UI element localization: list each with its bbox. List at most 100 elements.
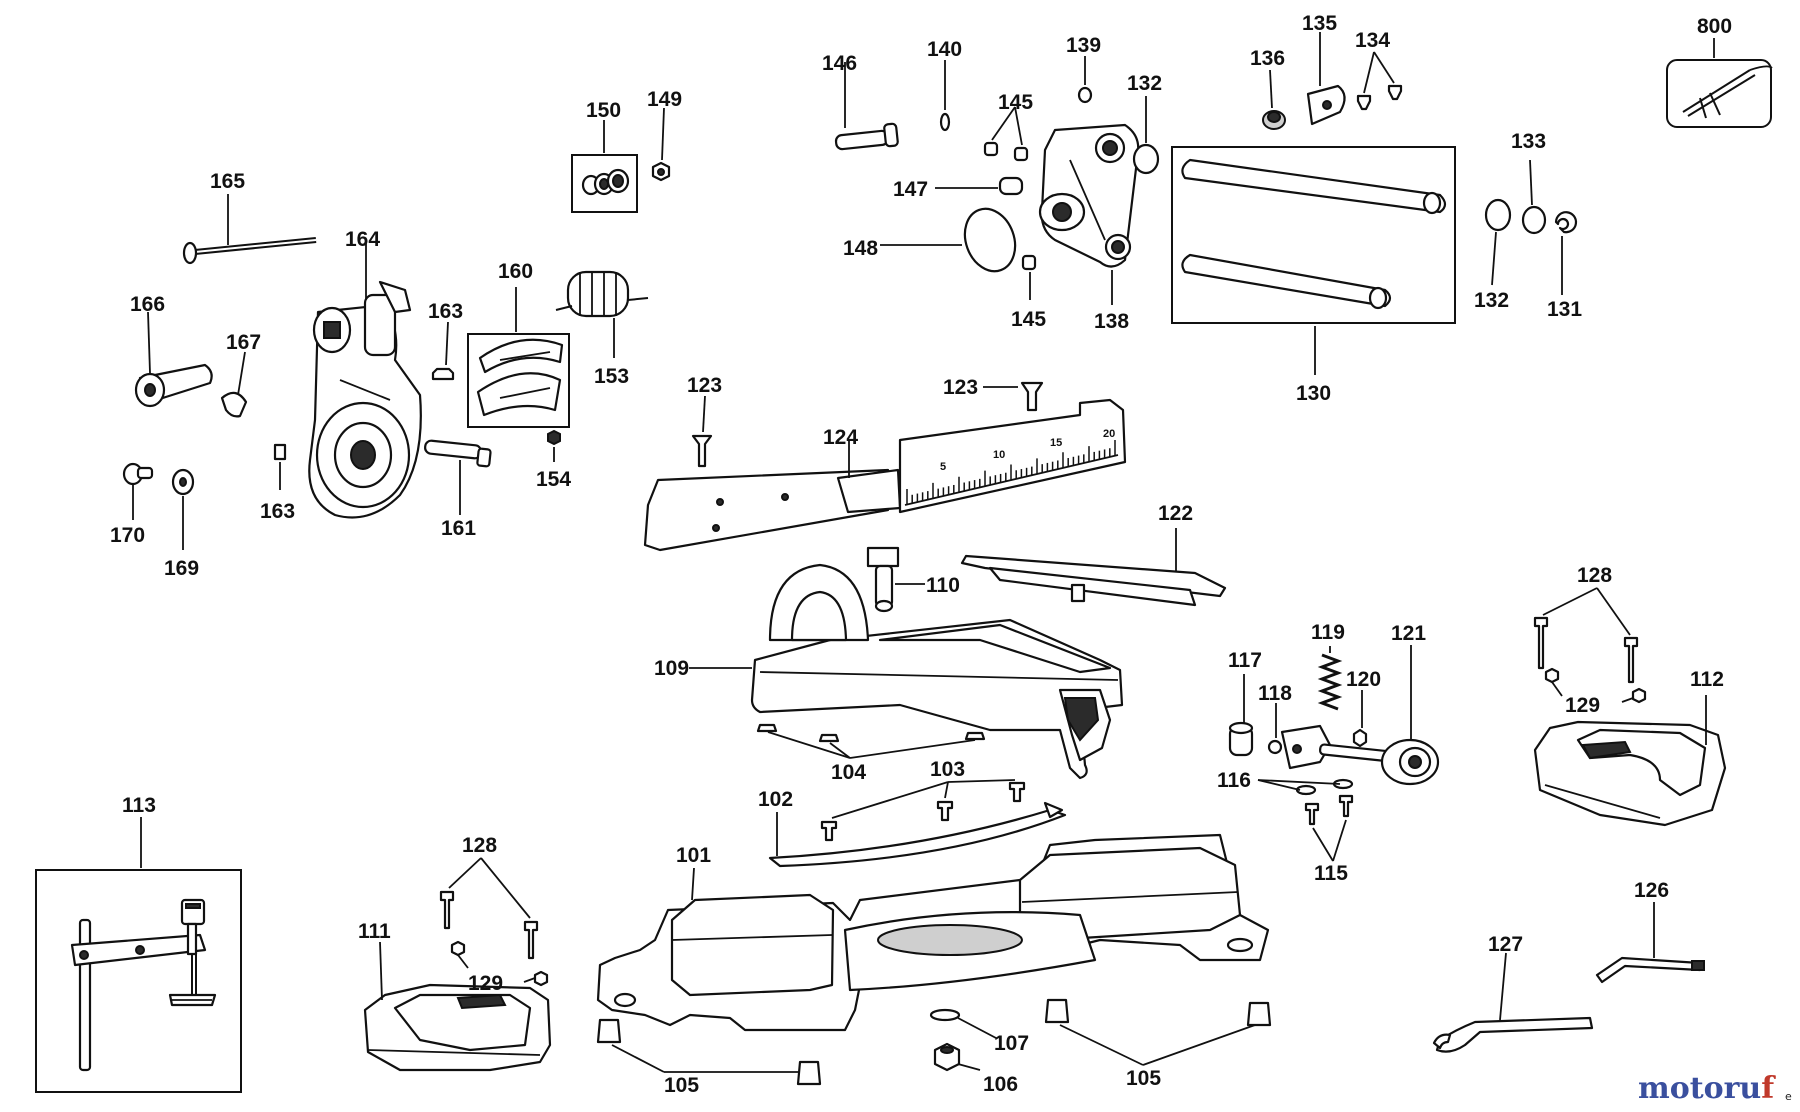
part-112-extension-right[interactable]	[1533, 720, 1727, 827]
callout-130: 130	[1296, 382, 1331, 405]
part-101-base[interactable]	[596, 833, 1270, 1032]
part-131-clip[interactable]	[1554, 211, 1578, 234]
part-117-bushing[interactable]	[1228, 721, 1254, 757]
part-102-kerf-insert[interactable]	[768, 801, 1067, 868]
callout-140: 140	[927, 38, 962, 61]
part-105-feet-right[interactable]	[1044, 998, 1272, 1027]
part-140-o-ring[interactable]	[939, 112, 951, 132]
callout-153: 153	[594, 365, 629, 388]
part-106-nut[interactable]	[933, 1042, 961, 1072]
part-165-long-bolt[interactable]	[182, 237, 317, 265]
part-113-hold-down-clamp[interactable]	[35, 869, 242, 1093]
callout-115: 115	[1314, 862, 1348, 885]
part-103-screw-c[interactable]	[1008, 781, 1026, 803]
part-166-lock-knob[interactable]	[134, 363, 213, 408]
part-161-shaft[interactable]	[424, 439, 492, 468]
part-149-nut[interactable]	[651, 161, 671, 182]
part-138-pivot-bracket[interactable]	[1038, 123, 1140, 268]
part-118-ball[interactable]	[1267, 739, 1283, 755]
callout-166: 166	[130, 293, 165, 316]
callout-164: 164	[345, 228, 380, 251]
part-127-spanner-wrench[interactable]	[1432, 1016, 1594, 1053]
part-130-rails[interactable]	[1171, 146, 1456, 324]
part-128-bolt-a[interactable]	[1533, 616, 1549, 670]
part-145-bushing-lower[interactable]	[1021, 254, 1037, 271]
part-163-screw-a[interactable]	[431, 367, 455, 381]
part-123-screw-a[interactable]	[691, 434, 713, 468]
part-134-screws[interactable]	[1356, 84, 1403, 111]
part-164-arm-housing[interactable]	[308, 280, 422, 519]
callout-800: 800	[1697, 15, 1732, 38]
part-128-bolt-d[interactable]	[523, 920, 539, 960]
callout-163-bottom: 163	[260, 500, 295, 523]
scale-15: 15	[1050, 437, 1062, 449]
part-105-feet-left[interactable]	[596, 1018, 822, 1086]
callout-163-top: 163	[428, 300, 463, 323]
part-107-washer[interactable]	[929, 1008, 961, 1022]
part-129-nut-b[interactable]	[1631, 687, 1647, 704]
part-146-pivot-pin[interactable]	[834, 122, 899, 151]
callout-145-bottom: 145	[1011, 308, 1046, 331]
part-132-ring-b[interactable]	[1484, 198, 1512, 232]
callout-112: 112	[1690, 668, 1724, 691]
part-154-nut[interactable]	[547, 429, 561, 446]
callout-147: 147	[893, 178, 928, 201]
part-135-guard[interactable]	[1306, 84, 1346, 126]
part-170-pin[interactable]	[122, 462, 154, 486]
callout-148: 148	[843, 237, 878, 260]
part-128-bolt-b[interactable]	[1623, 636, 1639, 684]
callout-107: 107	[994, 1032, 1029, 1055]
part-111-extension-left[interactable]	[363, 983, 552, 1072]
part-139-washer[interactable]	[1077, 86, 1093, 104]
part-133-ring[interactable]	[1521, 205, 1547, 235]
part-104-clips[interactable]	[756, 723, 986, 743]
part-147-spacer[interactable]	[998, 176, 1024, 196]
part-103-screw-a[interactable]	[820, 820, 838, 842]
part-115-screws[interactable]	[1304, 794, 1354, 826]
part-160-bevel-scale[interactable]	[467, 333, 570, 428]
part-109-turntable[interactable]	[750, 563, 1124, 780]
part-163-screw-b[interactable]	[273, 443, 287, 461]
part-145-bushings[interactable]	[983, 141, 1029, 162]
part-129-nut-c[interactable]	[450, 940, 466, 957]
callout-131: 131	[1547, 298, 1582, 321]
callout-132-right: 132	[1474, 289, 1509, 312]
callout-138: 138	[1094, 310, 1129, 333]
part-110-pivot-bolt[interactable]	[866, 546, 900, 613]
callout-161: 161	[441, 517, 476, 540]
callout-105-right: 105	[1126, 1067, 1161, 1090]
watermark-brand: motoruf	[1638, 1071, 1776, 1106]
watermark-suffix: e	[1785, 1090, 1792, 1103]
part-123-screw-b[interactable]	[1020, 381, 1044, 412]
callout-116: 116	[1217, 769, 1251, 792]
callout-129-left: 129	[468, 972, 503, 995]
part-153-torsion-spring[interactable]	[555, 270, 649, 318]
callout-103: 103	[930, 758, 965, 781]
part-103-screw-b[interactable]	[936, 800, 954, 822]
callout-120: 120	[1346, 668, 1381, 691]
part-129-nut-a[interactable]	[1544, 667, 1560, 684]
callout-167: 167	[226, 331, 261, 354]
part-148-ring[interactable]	[957, 202, 1024, 279]
part-129-nut-d[interactable]	[533, 970, 549, 987]
watermark: motoruf e	[1638, 1071, 1792, 1106]
part-121-bevel-lock-handle[interactable]	[1280, 724, 1440, 786]
part-132-ring[interactable]	[1132, 143, 1160, 175]
part-126-hex-wrench[interactable]	[1595, 956, 1705, 984]
callout-165: 165	[210, 170, 245, 193]
callout-149: 149	[647, 88, 682, 111]
part-167-clip[interactable]	[220, 391, 248, 418]
part-128-bolt-c[interactable]	[439, 890, 455, 930]
callout-105-left: 105	[664, 1074, 699, 1097]
callout-123-left: 123	[687, 374, 722, 397]
part-120-screw[interactable]	[1352, 728, 1368, 748]
part-119-spring[interactable]	[1317, 653, 1343, 711]
part-169-washer[interactable]	[171, 468, 195, 496]
part-800-cord-clip[interactable]	[1666, 59, 1773, 128]
callout-127: 127	[1488, 933, 1523, 956]
part-136-nut[interactable]	[1262, 110, 1286, 130]
part-122-throat-plate[interactable]	[960, 554, 1227, 607]
part-124-fence[interactable]	[643, 398, 1127, 552]
part-150-bearing-set[interactable]	[571, 154, 638, 213]
